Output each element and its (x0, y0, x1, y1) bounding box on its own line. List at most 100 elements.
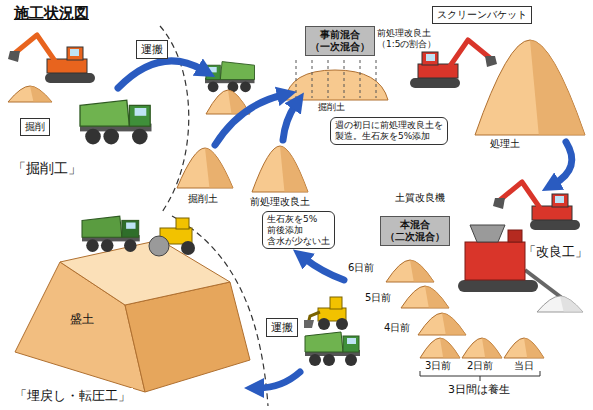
mixing-mound (344, 60, 345, 98)
excavator (552, 194, 568, 207)
curing-pile (442, 313, 466, 335)
curing-pile (386, 260, 434, 282)
label-text: 土質改良機 (395, 192, 445, 204)
material-label: 掘削土 (318, 102, 345, 113)
dump-truck (220, 62, 254, 80)
curing-pile (482, 338, 502, 358)
wheel-loader (304, 320, 314, 328)
day-label: 3日前 (425, 360, 451, 372)
excavator (422, 52, 438, 65)
day-label: 6日前 (348, 262, 374, 274)
curing-pile (420, 338, 460, 358)
excavator (8, 35, 95, 83)
soil-pile (280, 146, 308, 192)
day-label: 当日 (514, 360, 534, 372)
dump-truck (135, 108, 147, 116)
label-text: 2日前 (467, 360, 493, 372)
curing-pile (418, 313, 466, 335)
label-text: 3日前 (425, 360, 451, 372)
transport-tag: 運搬 (136, 40, 168, 59)
soil-improvement-machine (470, 225, 505, 242)
material-label: 前処理改良土 (250, 196, 310, 208)
dump-truck (86, 239, 99, 252)
road-roller (181, 241, 195, 255)
curing-pile (462, 338, 502, 358)
curing-pile (504, 338, 544, 358)
curing-pile (401, 286, 449, 308)
callout-note: 生石灰を5%前後添加 含水が少ない土 (262, 211, 335, 249)
node-text: 事前混合 （一次混合） (310, 29, 370, 53)
dirt-pile (8, 86, 52, 102)
soil-pile (177, 148, 233, 188)
dump-truck (343, 336, 359, 352)
label-text: 「掘削工」 (12, 160, 82, 177)
day-label: 2日前 (467, 360, 493, 372)
bracket (420, 371, 540, 381)
label-text: 6日前 (348, 262, 374, 274)
excavator (485, 56, 497, 67)
label-text: 盛土 (70, 312, 94, 326)
road-roller (176, 218, 189, 229)
treated-soil-pile (475, 40, 585, 135)
material-label: 前処理改良土 （1:5の割合） (377, 28, 436, 50)
treated-soil-pile (475, 40, 585, 135)
dump-truck (209, 67, 217, 72)
dump-truck (240, 81, 251, 92)
curing-pile (425, 286, 449, 308)
mixing-mound (328, 60, 329, 98)
treated-soil-pile (530, 40, 585, 135)
node-text: 運搬 (141, 43, 163, 56)
flow-arrow (304, 258, 344, 280)
dump-truck (82, 216, 122, 237)
diagram-title: 施工状況図 (14, 4, 89, 22)
excavator (15, 35, 55, 61)
dump-truck (80, 100, 152, 144)
curing-pile (524, 338, 544, 358)
main-mix-box: 本混合 （二次混合） (380, 216, 450, 246)
label-text: 「改良工」 (523, 244, 588, 260)
material-label: 盛土 (70, 312, 94, 326)
flow-arrow (215, 95, 283, 145)
dump-truck (206, 65, 220, 79)
dump-truck (80, 100, 129, 126)
day-label: 4日前 (384, 322, 410, 334)
flow-arrow (554, 142, 572, 184)
quicklime-pile (560, 296, 583, 312)
label-text: 前処理改良土 (250, 196, 310, 208)
dump-truck (122, 220, 139, 237)
callout-note: 週の初日に前処理改良土を 製造。生石灰を5%添加 (330, 117, 448, 145)
label-text: 当日 (514, 360, 534, 372)
excavator (500, 182, 540, 208)
excavator (555, 196, 564, 203)
day-label: 5日前 (365, 292, 391, 304)
node-text: 週の初日に前処理改良土を 製造。生石灰を5%添加 (335, 120, 443, 142)
quicklime-pile (537, 296, 583, 312)
dump-truck (323, 354, 335, 366)
road-roller (149, 218, 195, 256)
excavation-tag: 掘削 (20, 118, 50, 136)
material-label: 掘削土 (188, 193, 218, 205)
soil-improvement-machine (458, 280, 538, 292)
label-text: 5日前 (365, 292, 391, 304)
flow-arrow (118, 61, 572, 388)
label-text: 「埋戻し・転圧工」 (14, 388, 131, 404)
stage-label: 「埋戻し・転圧工」 (12, 388, 133, 404)
label-text: 前処理改良土 （1:5の割合） (377, 28, 436, 50)
label-text: 4日前 (384, 322, 410, 334)
machine-label: 土質改良機 (395, 192, 445, 204)
road-roller (149, 236, 169, 256)
stage-label: 「掘削工」 (12, 160, 82, 177)
soil-pile (252, 146, 308, 192)
dump-truck (345, 354, 357, 366)
excavator (70, 49, 79, 56)
curing-pile (410, 260, 434, 282)
wheel-loader (330, 297, 342, 309)
wheel-loader (304, 297, 348, 330)
soil-improvement-machine (465, 242, 525, 280)
flow-arrow (258, 372, 300, 388)
label-text: 掘削土 (318, 102, 345, 113)
embankment (60, 240, 230, 305)
title-text: 施工状況図 (14, 4, 89, 22)
